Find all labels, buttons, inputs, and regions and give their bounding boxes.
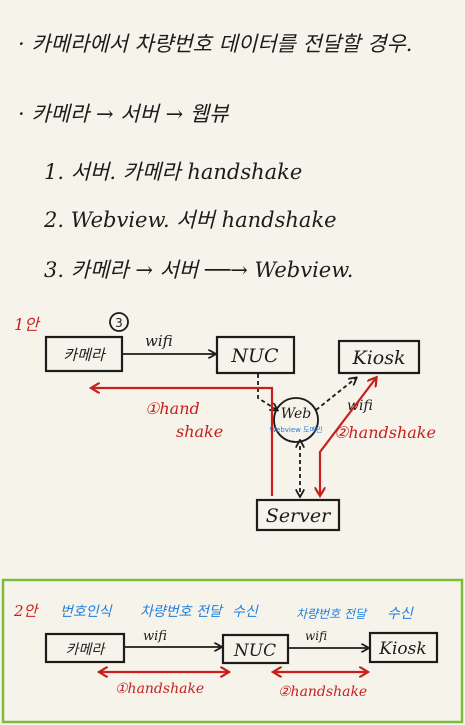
plan1-handshake1-arrow: [92, 388, 274, 496]
plan2-kiosk-label: Kiosk: [378, 639, 426, 659]
plan1-kiosk-box: [337, 339, 421, 375]
plan1-web-sublabel: Webview 도메인: [270, 425, 323, 434]
plan1-circled-number: [109, 312, 129, 332]
plan2-label: 2안: [13, 602, 40, 620]
plan1-circled-number-text: 3: [115, 316, 123, 330]
plan1-camera-label: 카메라: [63, 346, 107, 364]
plan2-step-label: 수신: [387, 606, 414, 622]
plan2-nuc-label: NUC: [233, 641, 276, 661]
plan1-server-box: [255, 498, 341, 532]
plan1-handshake2-label: ②handshake: [334, 423, 436, 442]
plan2-frame: [1, 578, 464, 724]
plan1-wifi-top: wifi: [145, 332, 173, 350]
plan1-nuc-web-dashed-arrow: [257, 374, 277, 410]
note-step-2: 2. Webview. 서버 handshake: [44, 208, 337, 232]
plan2-kiosk-box: [368, 631, 439, 664]
plan2-camera-label: 카메라: [66, 642, 107, 658]
plan2-handshake2-label: ②handshake: [278, 684, 367, 700]
plan1-web-label: Web: [281, 406, 312, 422]
plan1-nuc-box: [215, 335, 296, 375]
note-title: · 카메라에서 차량번호 데이터를 전달할 경우.: [18, 32, 413, 56]
plan1-server-label: Server: [266, 505, 332, 527]
plan1-handshake1-line2: shake: [176, 422, 223, 441]
plan1-handshake2-arrow: [320, 378, 376, 495]
plan2-handshake1-label: ①handshake: [115, 681, 204, 697]
plan2-camera-box: [44, 632, 126, 664]
plan1-kiosk-label: Kiosk: [352, 347, 406, 369]
note-step-3: 3. 카메라 → 서버 ──→ Webview.: [44, 258, 354, 282]
plan2-nuc-box: [221, 633, 290, 665]
plan2-wifi-left: wifi: [143, 629, 167, 644]
plan2-step-label: 수신: [232, 604, 259, 620]
plan2-step-label: 차량번호 전달: [140, 604, 224, 620]
plan2-step-label: 차량번호 전달: [296, 607, 368, 621]
plan1-label: 1안: [14, 315, 41, 334]
plan1-handshake1-line1: ①hand: [145, 399, 200, 418]
note-flow: · 카메라 → 서버 → 웹뷰: [18, 102, 229, 126]
plan2-step-label: 번호인식: [60, 604, 113, 620]
plan2-wifi-right: wifi: [305, 629, 327, 643]
note-step-1: 1. 서버. 카메라 handshake: [44, 160, 303, 184]
plan1-nuc-label: NUC: [230, 345, 279, 367]
